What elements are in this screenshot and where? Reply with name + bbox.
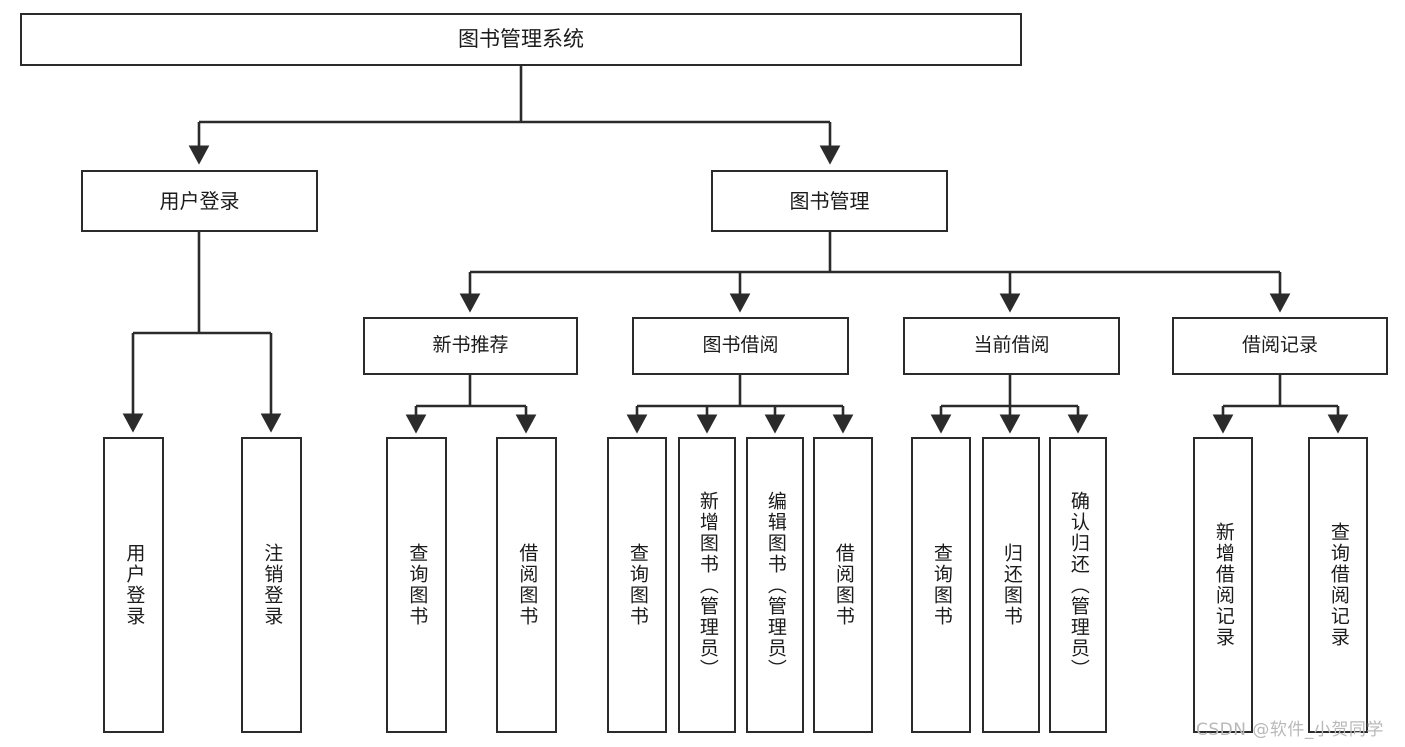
leaf-query-record[interactable]: 查询借阅记录 — [1308, 437, 1368, 733]
leaf-logout-label: 注销登录 — [261, 543, 284, 627]
leaf-borrow-book-1-label: 借阅图书 — [516, 543, 539, 627]
leaf-add-book[interactable]: 新增图书（管理员） — [678, 437, 736, 733]
leaf-borrow-book-1[interactable]: 借阅图书 — [496, 437, 557, 733]
node-current-borrow[interactable]: 当前借阅 — [903, 317, 1120, 375]
leaf-return-book[interactable]: 归还图书 — [982, 437, 1040, 733]
node-root[interactable]: 图书管理系统 — [20, 13, 1022, 66]
leaf-query-book-2[interactable]: 查询图书 — [607, 437, 667, 733]
leaf-add-record[interactable]: 新增借阅记录 — [1193, 437, 1253, 733]
csdn-watermark: CSDN @软件_小贺同学 — [1196, 720, 1384, 740]
leaf-query-book-3-label: 查询图书 — [930, 543, 953, 627]
node-user-login[interactable]: 用户登录 — [81, 170, 318, 232]
leaf-edit-book[interactable]: 编辑图书（管理员） — [746, 437, 804, 733]
node-new-book-rec-label: 新书推荐 — [432, 334, 509, 357]
leaf-user-login[interactable]: 用户登录 — [103, 437, 164, 733]
node-user-login-label: 用户登录 — [159, 188, 240, 213]
leaf-confirm-return[interactable]: 确认归还（管理员） — [1049, 437, 1107, 733]
leaf-edit-book-label: 编辑图书（管理员） — [764, 490, 787, 680]
leaf-borrow-book-2[interactable]: 借阅图书 — [813, 437, 873, 733]
leaf-query-book-1-label: 查询图书 — [406, 543, 429, 627]
node-book-manage[interactable]: 图书管理 — [711, 170, 948, 232]
node-book-manage-label: 图书管理 — [789, 188, 870, 213]
leaf-add-record-label: 新增借阅记录 — [1212, 522, 1235, 648]
leaf-query-record-label: 查询借阅记录 — [1327, 522, 1350, 648]
leaf-user-login-label: 用户登录 — [123, 543, 146, 627]
leaf-confirm-return-label: 确认归还（管理员） — [1067, 490, 1090, 680]
node-book-borrow-label: 图书借阅 — [702, 334, 779, 357]
leaf-return-book-label: 归还图书 — [1000, 543, 1023, 627]
leaf-query-book-3[interactable]: 查询图书 — [911, 437, 971, 733]
node-borrow-record[interactable]: 借阅记录 — [1172, 317, 1388, 375]
node-new-book-rec[interactable]: 新书推荐 — [363, 317, 578, 375]
node-book-borrow[interactable]: 图书借阅 — [632, 317, 849, 375]
leaf-query-book-1[interactable]: 查询图书 — [386, 437, 447, 733]
node-current-borrow-label: 当前借阅 — [973, 334, 1050, 357]
leaf-borrow-book-2-label: 借阅图书 — [832, 543, 855, 627]
leaf-query-book-2-label: 查询图书 — [626, 543, 649, 627]
leaf-logout[interactable]: 注销登录 — [241, 437, 302, 733]
leaf-add-book-label: 新增图书（管理员） — [696, 490, 719, 680]
node-root-label: 图书管理系统 — [458, 27, 584, 52]
node-borrow-record-label: 借阅记录 — [1241, 334, 1318, 357]
